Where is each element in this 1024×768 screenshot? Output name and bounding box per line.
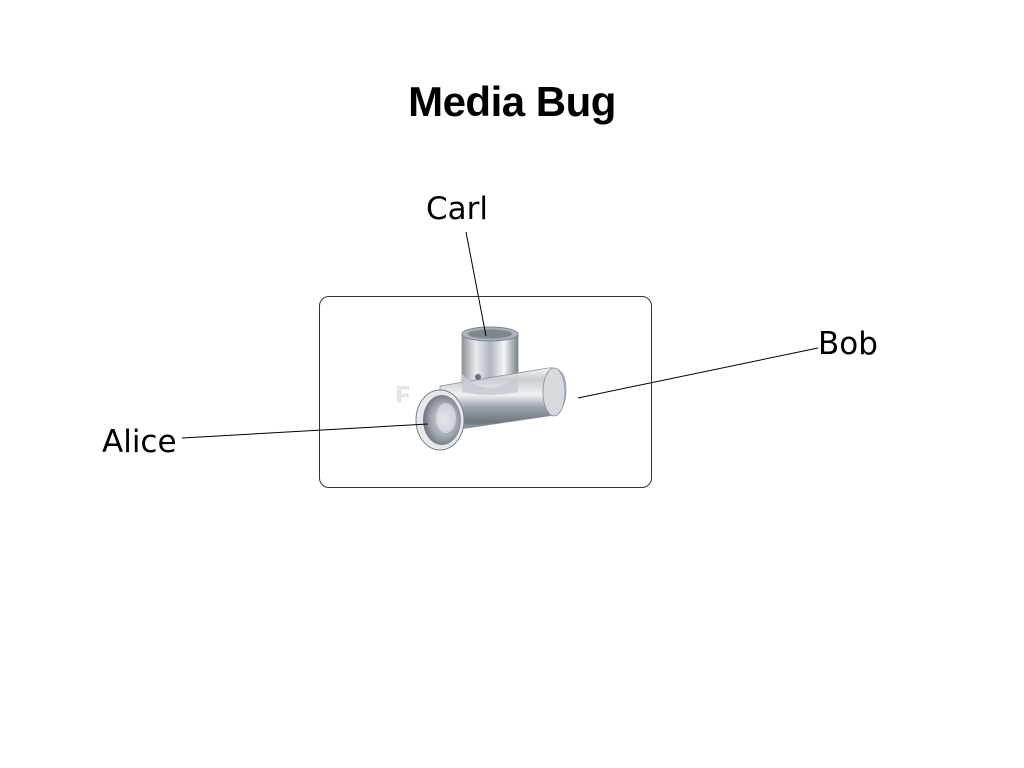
- label-bob: Bob: [818, 326, 878, 362]
- slide-title: Media Bug: [408, 78, 616, 125]
- label-alice: Alice: [102, 424, 177, 460]
- label-carl: Carl: [426, 191, 488, 227]
- image-frame: [319, 296, 652, 488]
